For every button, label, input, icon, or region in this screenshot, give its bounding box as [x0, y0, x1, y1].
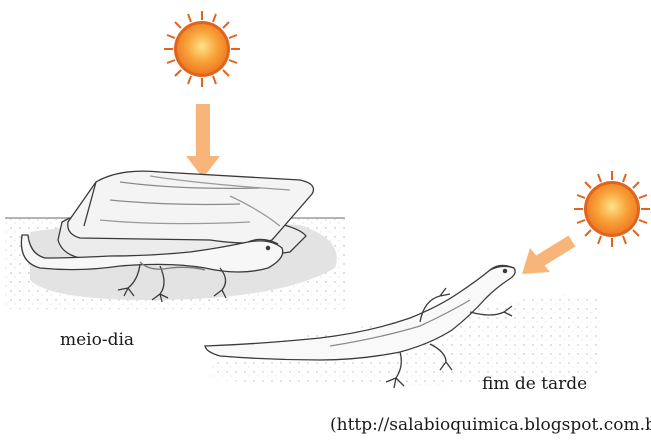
source-caption: (http://salabioquimica.blogspot.com.b — [330, 415, 651, 435]
label-late-afternoon: fim de tarde — [482, 374, 587, 394]
arrow-diagonal-icon — [522, 241, 572, 274]
arrow-down-icon — [186, 104, 220, 178]
sun-icon — [574, 171, 650, 247]
label-noon: meio-dia — [60, 330, 134, 350]
sun-icon — [164, 11, 240, 87]
